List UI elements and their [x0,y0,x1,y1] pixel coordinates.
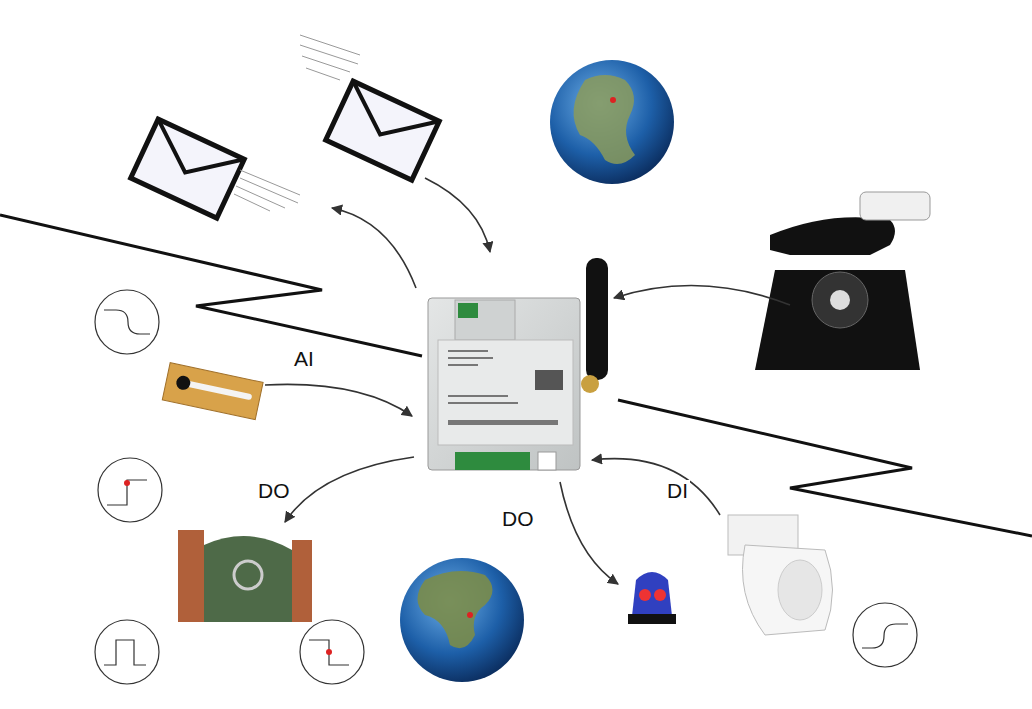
signal-label: AI [292,348,316,369]
signal-label: DO [500,508,536,529]
gate [178,530,312,622]
thermometer [162,363,263,420]
signal-label: DO [256,480,292,501]
siren [628,572,676,624]
envelope [326,81,440,180]
motion-sensor [728,515,833,635]
globe [550,60,674,184]
globe [400,558,524,682]
arrow [265,178,790,584]
signal-label: DI [665,480,690,501]
signal-symbol [95,290,917,684]
gsm-module [428,258,608,470]
telephone [755,192,930,370]
envelope [131,119,245,218]
